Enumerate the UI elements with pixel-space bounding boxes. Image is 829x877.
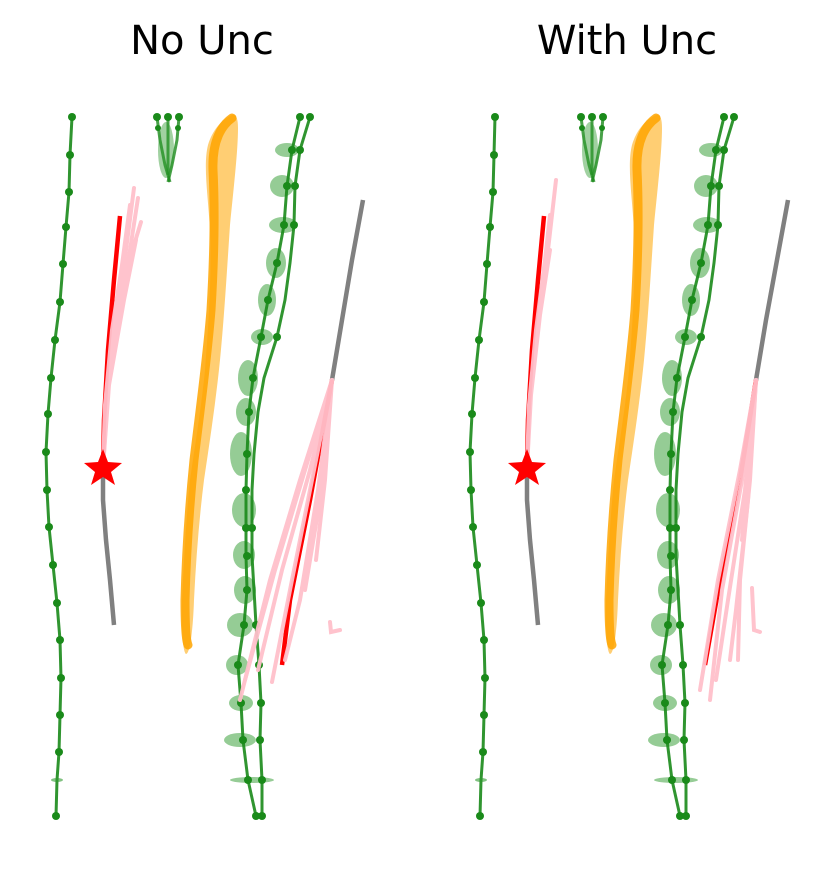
right-lane-lines xyxy=(224,113,314,820)
ego-agent xyxy=(508,178,558,626)
panel-title-with-unc: With Unc xyxy=(536,18,718,64)
ego-agent xyxy=(84,186,143,626)
right-lane-lines xyxy=(648,113,738,820)
top-lane-stub xyxy=(577,113,607,183)
left-lane-line xyxy=(466,113,499,820)
top-lane-stub xyxy=(153,113,183,183)
panel-title-no-unc: No Unc xyxy=(130,18,274,64)
star-icon xyxy=(84,449,122,485)
agent-trajectory xyxy=(604,113,662,655)
agent-trajectory xyxy=(180,113,238,655)
panel-no-unc xyxy=(42,113,366,820)
left-lane-line xyxy=(42,113,76,820)
star-icon xyxy=(508,449,546,485)
neighbor-agent xyxy=(698,199,791,702)
neighbor-agent xyxy=(238,199,366,702)
panel-with-unc xyxy=(466,113,791,820)
